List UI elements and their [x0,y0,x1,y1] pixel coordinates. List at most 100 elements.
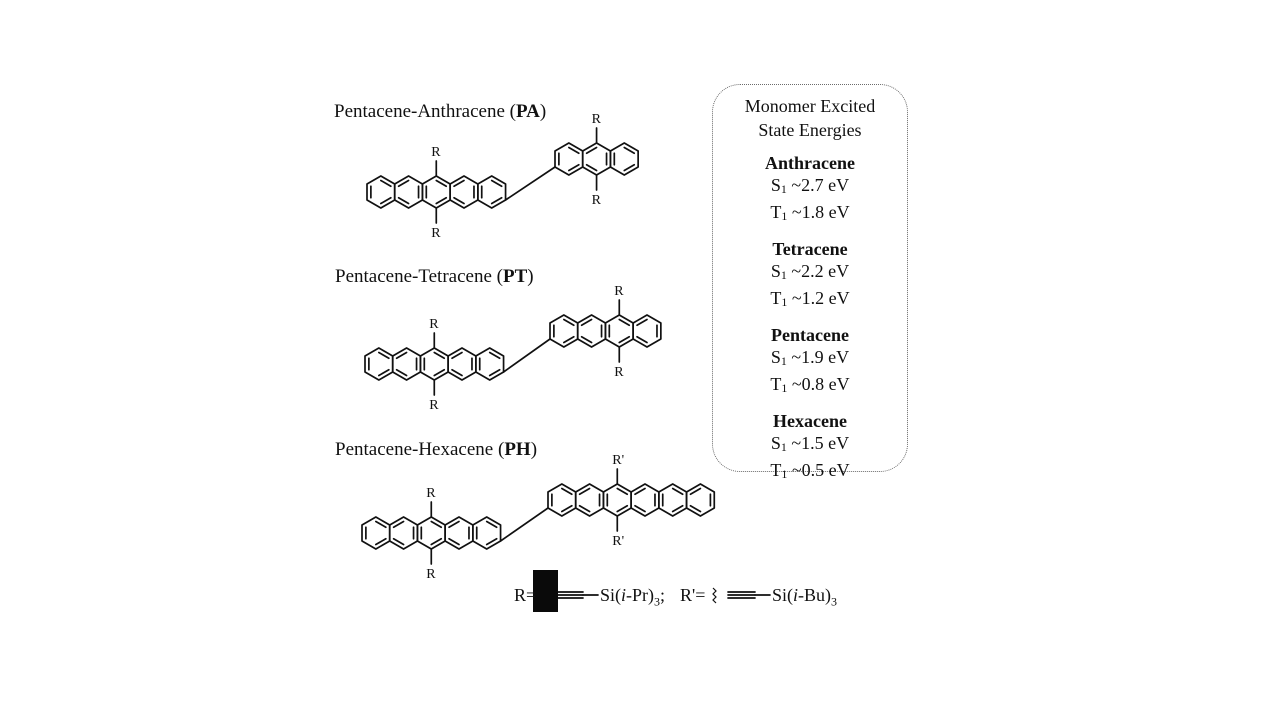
pa-second-acene-ring [609,142,639,176]
r-group-italic: i [621,585,627,605]
pt-second-acene-double-bond [580,335,593,344]
energy-box-title: Monomer Excited State Energies [713,94,907,142]
ph-second-acene-double-bond [616,504,629,513]
pt-second-acene-double-bond [618,335,631,344]
ph-pentacene-double-bond [375,520,387,529]
t1-energy: T1 ~0.8 eV [770,374,850,395]
rp-group-sub: 3 [831,594,838,609]
pt-pentacene-double-bond [378,368,390,377]
pa-second-acene-double-bond [585,163,598,172]
separator: ; [660,585,666,605]
pt-pentacene-sub-top-label: R [429,317,439,332]
r-group-formula: Si(i-Pr)3; [600,583,665,614]
ph-second-acene-double-bond [634,487,646,496]
s1-energy: S1 ~2.7 eV [770,175,850,196]
pa-second-acene-double-bond [568,146,580,155]
rp-group-pre: Si( [772,585,794,605]
ph-second-acene-double-bond [561,487,573,496]
ph-name: Pentacene-Hexacene ( [335,439,505,460]
ph-pentacene-sub-top-label: R [426,486,436,501]
energy-molecule-name: Tetracene [772,239,848,259]
rp-definition-label: R'= [680,585,706,605]
s1-energy: S1 ~1.5 eV [770,433,850,454]
ph-second-acene-double-bond [671,504,684,513]
r-group-pre: Si( [600,585,622,605]
pa-second-sub-top-label: R [592,112,602,127]
pa-second-sub-bottom-label: R [592,193,602,208]
pt-second-acene-double-bond [563,318,575,327]
pt-pentacene-double-bond [433,368,446,377]
pa-label: Pentacene-Anthracene (PA) [334,101,546,123]
r-group-redaction [533,570,558,612]
pt-pentacene-double-bond [395,368,408,377]
pa-pentacene-sub-bottom-label: R [431,226,441,241]
pt-linker-bond [502,338,551,373]
ph-pentacene-double-bond [430,537,443,546]
pa-pentacene-double-bond [435,196,448,205]
energy-title-line1: Monomer Excited [744,96,876,116]
t1-energy: T1 ~1.2 eV [770,288,850,309]
ph-second-acene-double-bond [634,504,646,513]
r-group-post: -Pr) [626,585,655,605]
pt-second-acene-ring [632,314,662,348]
ph-pentacene-double-bond [392,520,405,529]
ph-pentacene-double-bond [430,520,443,529]
energy-molecule-name: Anthracene [765,153,855,173]
ph-pentacene-double-bond [375,537,387,546]
energy-molecule-name: Pentacene [771,325,849,345]
ph-abbr: PH [504,439,531,460]
ph-pentacene-ring [472,516,502,550]
pa-pentacene-sub-top-label: R [431,145,441,160]
ph-second-acene-double-bond [671,487,684,496]
pt-abbr: PT [502,266,528,287]
pt-pentacene-double-bond [488,368,501,377]
ph-second-acene-double-bond [561,504,573,513]
pa-second-acene-double-bond [623,163,636,172]
ph-pentacene-double-bond [448,520,460,529]
ph-pentacene-double-bond [485,520,498,529]
pt-pentacene-ring [475,347,505,381]
energy-title-line2: State Energies [758,120,862,140]
s1-energy: S1 ~2.2 eV [770,261,850,282]
ph-close: ) [530,439,538,460]
rp-wavy-bond-mark [712,587,717,604]
ph-pentacene-sub-bottom-label: R [426,567,436,582]
rp-group-italic: i [793,585,799,605]
energy-box: Monomer Excited State Energies Anthracen… [712,84,908,481]
ph-second-acene-double-bond [578,504,591,513]
ph-second-acene-double-bond [578,487,591,496]
pt-pentacene-double-bond [488,351,501,360]
pt-pentacene-double-bond [451,351,463,360]
pa-second-acene-double-bond [585,146,598,155]
ph-second-acene-double-bond [616,487,629,496]
rp-group-formula: Si(i-Bu)3 [772,583,837,614]
pt-close: ) [527,266,534,287]
pa-pentacene-double-bond [453,179,465,188]
ph-second-sub-top-label: R' [612,453,624,468]
ph-second-acene-ring [685,483,716,517]
pt-name: Pentacene-Tetracene ( [335,266,503,287]
r-group-sub: 3 [654,594,661,609]
pa-pentacene-double-bond [490,196,503,205]
pt-second-sub-bottom-label: R [614,365,624,380]
pa-second-acene-double-bond [568,163,580,172]
pt-second-acene-double-bond [580,318,593,327]
pt-second-acene-double-bond [563,335,575,344]
energy-molecule-name: Hexacene [773,411,847,431]
ph-linker-bond [499,507,549,542]
pa-pentacene-double-bond [380,179,392,188]
pt-pentacene-sub-bottom-label: R [429,398,439,413]
pa-pentacene-double-bond [490,179,503,188]
pt-second-acene-double-bond [636,318,648,327]
pa-abbr: PA [515,101,540,122]
r-definition-label: R= [514,585,537,605]
ph-label: Pentacene-Hexacene (PH) [335,439,537,461]
pt-pentacene-double-bond [451,368,463,377]
ph-pentacene-double-bond [485,537,498,546]
pa-pentacene-ring [477,175,507,209]
pt-pentacene-double-bond [433,351,446,360]
t1-energy: T1 ~0.5 eV [770,460,850,481]
pa-pentacene-double-bond [453,196,465,205]
